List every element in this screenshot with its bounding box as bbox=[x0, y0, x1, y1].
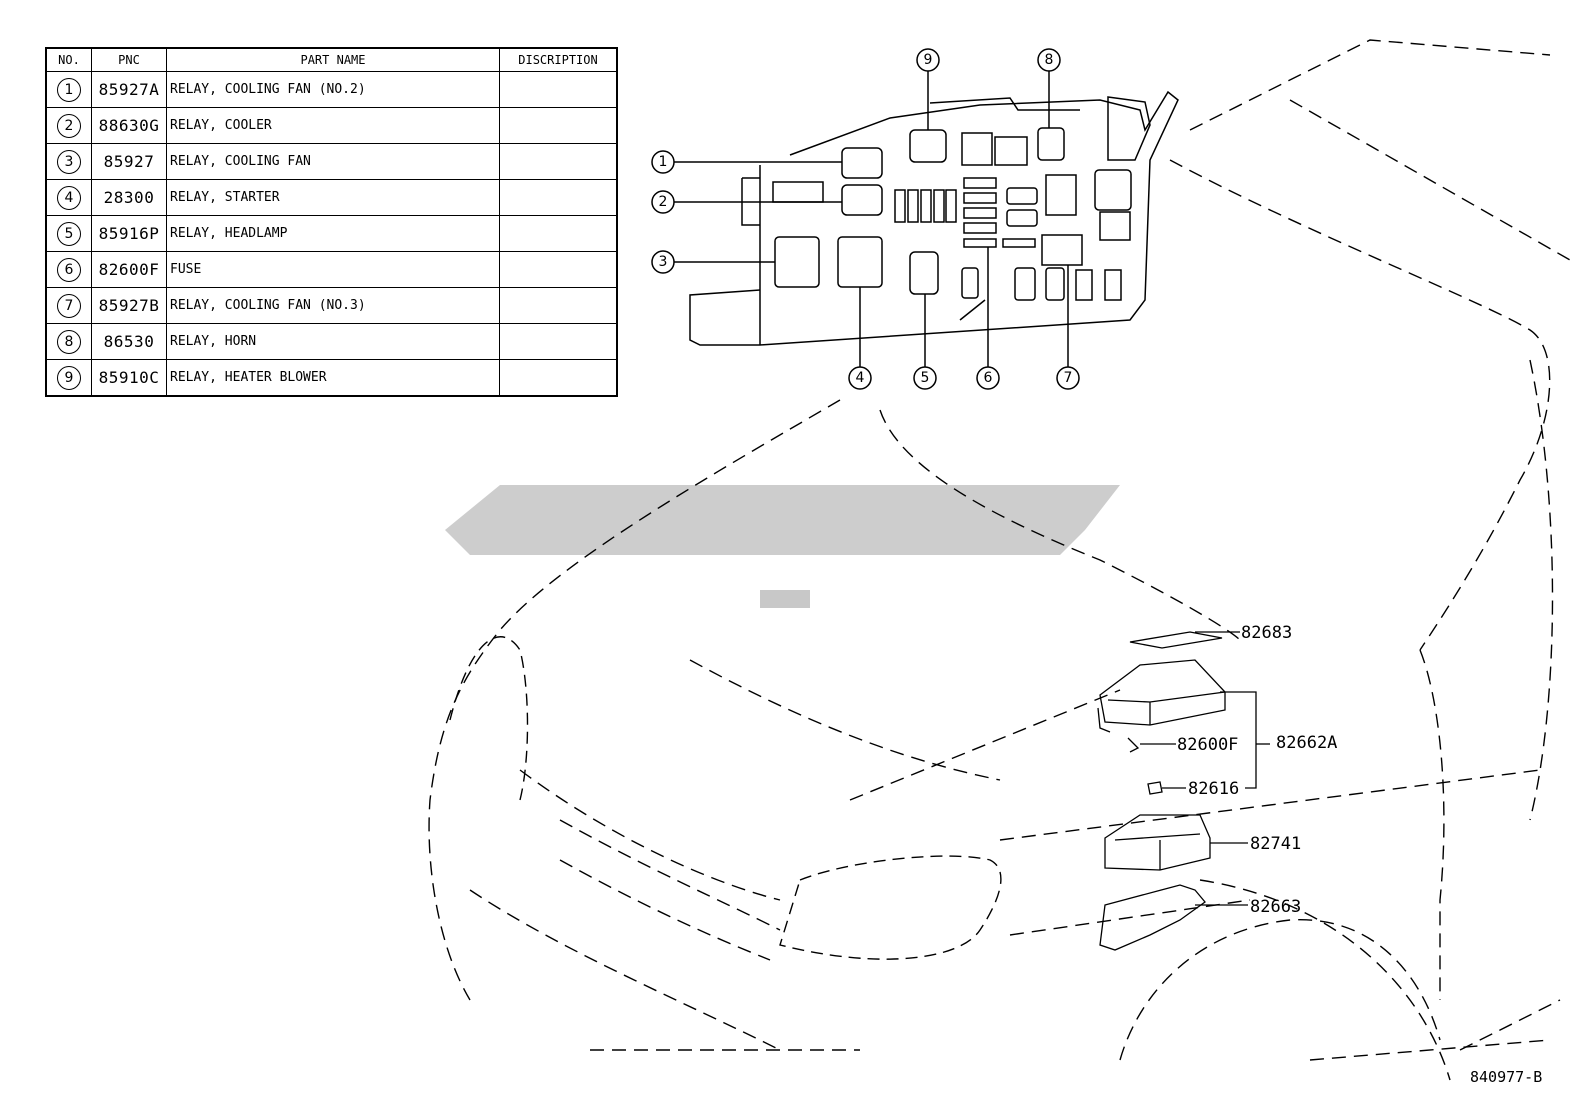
row-number-circle: 3 bbox=[57, 149, 81, 174]
row-pnc: 86530 bbox=[91, 323, 167, 360]
label-82741: 82741 bbox=[1250, 834, 1301, 854]
row-number-circle: 8 bbox=[57, 329, 81, 354]
row-pnc: 85927 bbox=[91, 143, 167, 180]
row-number: 9 bbox=[45, 359, 92, 397]
row-number: 5 bbox=[45, 215, 92, 252]
row-number: 6 bbox=[45, 251, 92, 288]
label-82662A: 82662A bbox=[1276, 733, 1337, 753]
row-number-circle: 6 bbox=[57, 257, 81, 282]
callout-4: 4 bbox=[848, 366, 872, 390]
svg-text:9: 9 bbox=[924, 52, 933, 68]
fuse-block-cover-part bbox=[1097, 631, 1226, 951]
callout-leaders bbox=[674, 71, 1069, 367]
callout-6: 6 bbox=[976, 366, 1000, 390]
svg-text:2: 2 bbox=[659, 194, 668, 210]
label-82683: 82683 bbox=[1241, 623, 1292, 643]
callout-1: 1 bbox=[651, 150, 675, 174]
table-header-row: NO. PNC PART NAME DISCRIPTION bbox=[45, 47, 618, 72]
header-no: NO. bbox=[45, 47, 92, 72]
row-description bbox=[499, 71, 618, 108]
row-number: 4 bbox=[45, 179, 92, 216]
header-part-name: PART NAME bbox=[166, 47, 500, 72]
svg-text:7: 7 bbox=[1064, 370, 1073, 386]
row-number-circle: 9 bbox=[57, 365, 81, 390]
row-description bbox=[499, 251, 618, 288]
label-82616: 82616 bbox=[1188, 779, 1239, 799]
part-leaders bbox=[1140, 631, 1270, 906]
row-description bbox=[499, 359, 618, 397]
svg-text:1: 1 bbox=[659, 154, 668, 170]
row-pnc: 28300 bbox=[91, 179, 167, 216]
row-description bbox=[499, 323, 618, 360]
callout-2: 2 bbox=[651, 190, 675, 214]
row-description bbox=[499, 215, 618, 252]
row-number: 7 bbox=[45, 287, 92, 324]
row-pnc: 85927B bbox=[91, 287, 167, 324]
row-number-circle: 7 bbox=[57, 293, 81, 318]
row-number: 8 bbox=[45, 323, 92, 360]
vehicle-outline bbox=[428, 39, 1571, 1081]
row-pnc: 88630G bbox=[91, 107, 167, 144]
row-number-circle: 4 bbox=[57, 185, 81, 210]
row-description bbox=[499, 287, 618, 324]
callout-3: 3 bbox=[651, 250, 675, 274]
row-description bbox=[499, 107, 618, 144]
relay-block bbox=[689, 90, 1179, 346]
diagram-id: 840977-B bbox=[1470, 1068, 1542, 1086]
row-part-name: RELAY, HEATER BLOWER bbox=[166, 359, 500, 397]
row-number: 1 bbox=[45, 71, 92, 108]
row-description bbox=[499, 143, 618, 180]
label-82663: 82663 bbox=[1250, 897, 1301, 917]
row-number-circle: 2 bbox=[57, 113, 81, 138]
row-part-name: RELAY, COOLING FAN (NO.2) bbox=[166, 71, 500, 108]
row-part-name: FUSE bbox=[166, 251, 500, 288]
row-number-circle: 1 bbox=[57, 77, 81, 102]
label-82600F: 82600F bbox=[1177, 735, 1238, 755]
row-description bbox=[499, 179, 618, 216]
callout-9: 9 bbox=[916, 48, 940, 72]
row-number: 3 bbox=[45, 143, 92, 180]
row-part-name: RELAY, COOLER bbox=[166, 107, 500, 144]
callout-7: 7 bbox=[1056, 366, 1080, 390]
svg-text:8: 8 bbox=[1045, 52, 1054, 68]
svg-text:4: 4 bbox=[856, 370, 865, 386]
row-pnc: 85910C bbox=[91, 359, 167, 397]
watermark-logo bbox=[445, 485, 1120, 608]
row-pnc: 85916P bbox=[91, 215, 167, 252]
svg-text:5: 5 bbox=[921, 370, 930, 386]
svg-text:3: 3 bbox=[659, 254, 668, 270]
svg-text:6: 6 bbox=[984, 370, 993, 386]
callout-8: 8 bbox=[1037, 48, 1061, 72]
row-part-name: RELAY, COOLING FAN bbox=[166, 143, 500, 180]
row-part-name: RELAY, HORN bbox=[166, 323, 500, 360]
row-pnc: 85927A bbox=[91, 71, 167, 108]
header-pnc: PNC bbox=[91, 47, 167, 72]
row-part-name: RELAY, STARTER bbox=[166, 179, 500, 216]
row-part-name: RELAY, HEADLAMP bbox=[166, 215, 500, 252]
row-part-name: RELAY, COOLING FAN (NO.3) bbox=[166, 287, 500, 324]
row-number-circle: 5 bbox=[57, 221, 81, 246]
callout-5: 5 bbox=[913, 366, 937, 390]
row-number: 2 bbox=[45, 107, 92, 144]
row-pnc: 82600F bbox=[91, 251, 167, 288]
header-description: DISCRIPTION bbox=[499, 47, 618, 72]
headlamp-outline bbox=[449, 636, 1002, 960]
